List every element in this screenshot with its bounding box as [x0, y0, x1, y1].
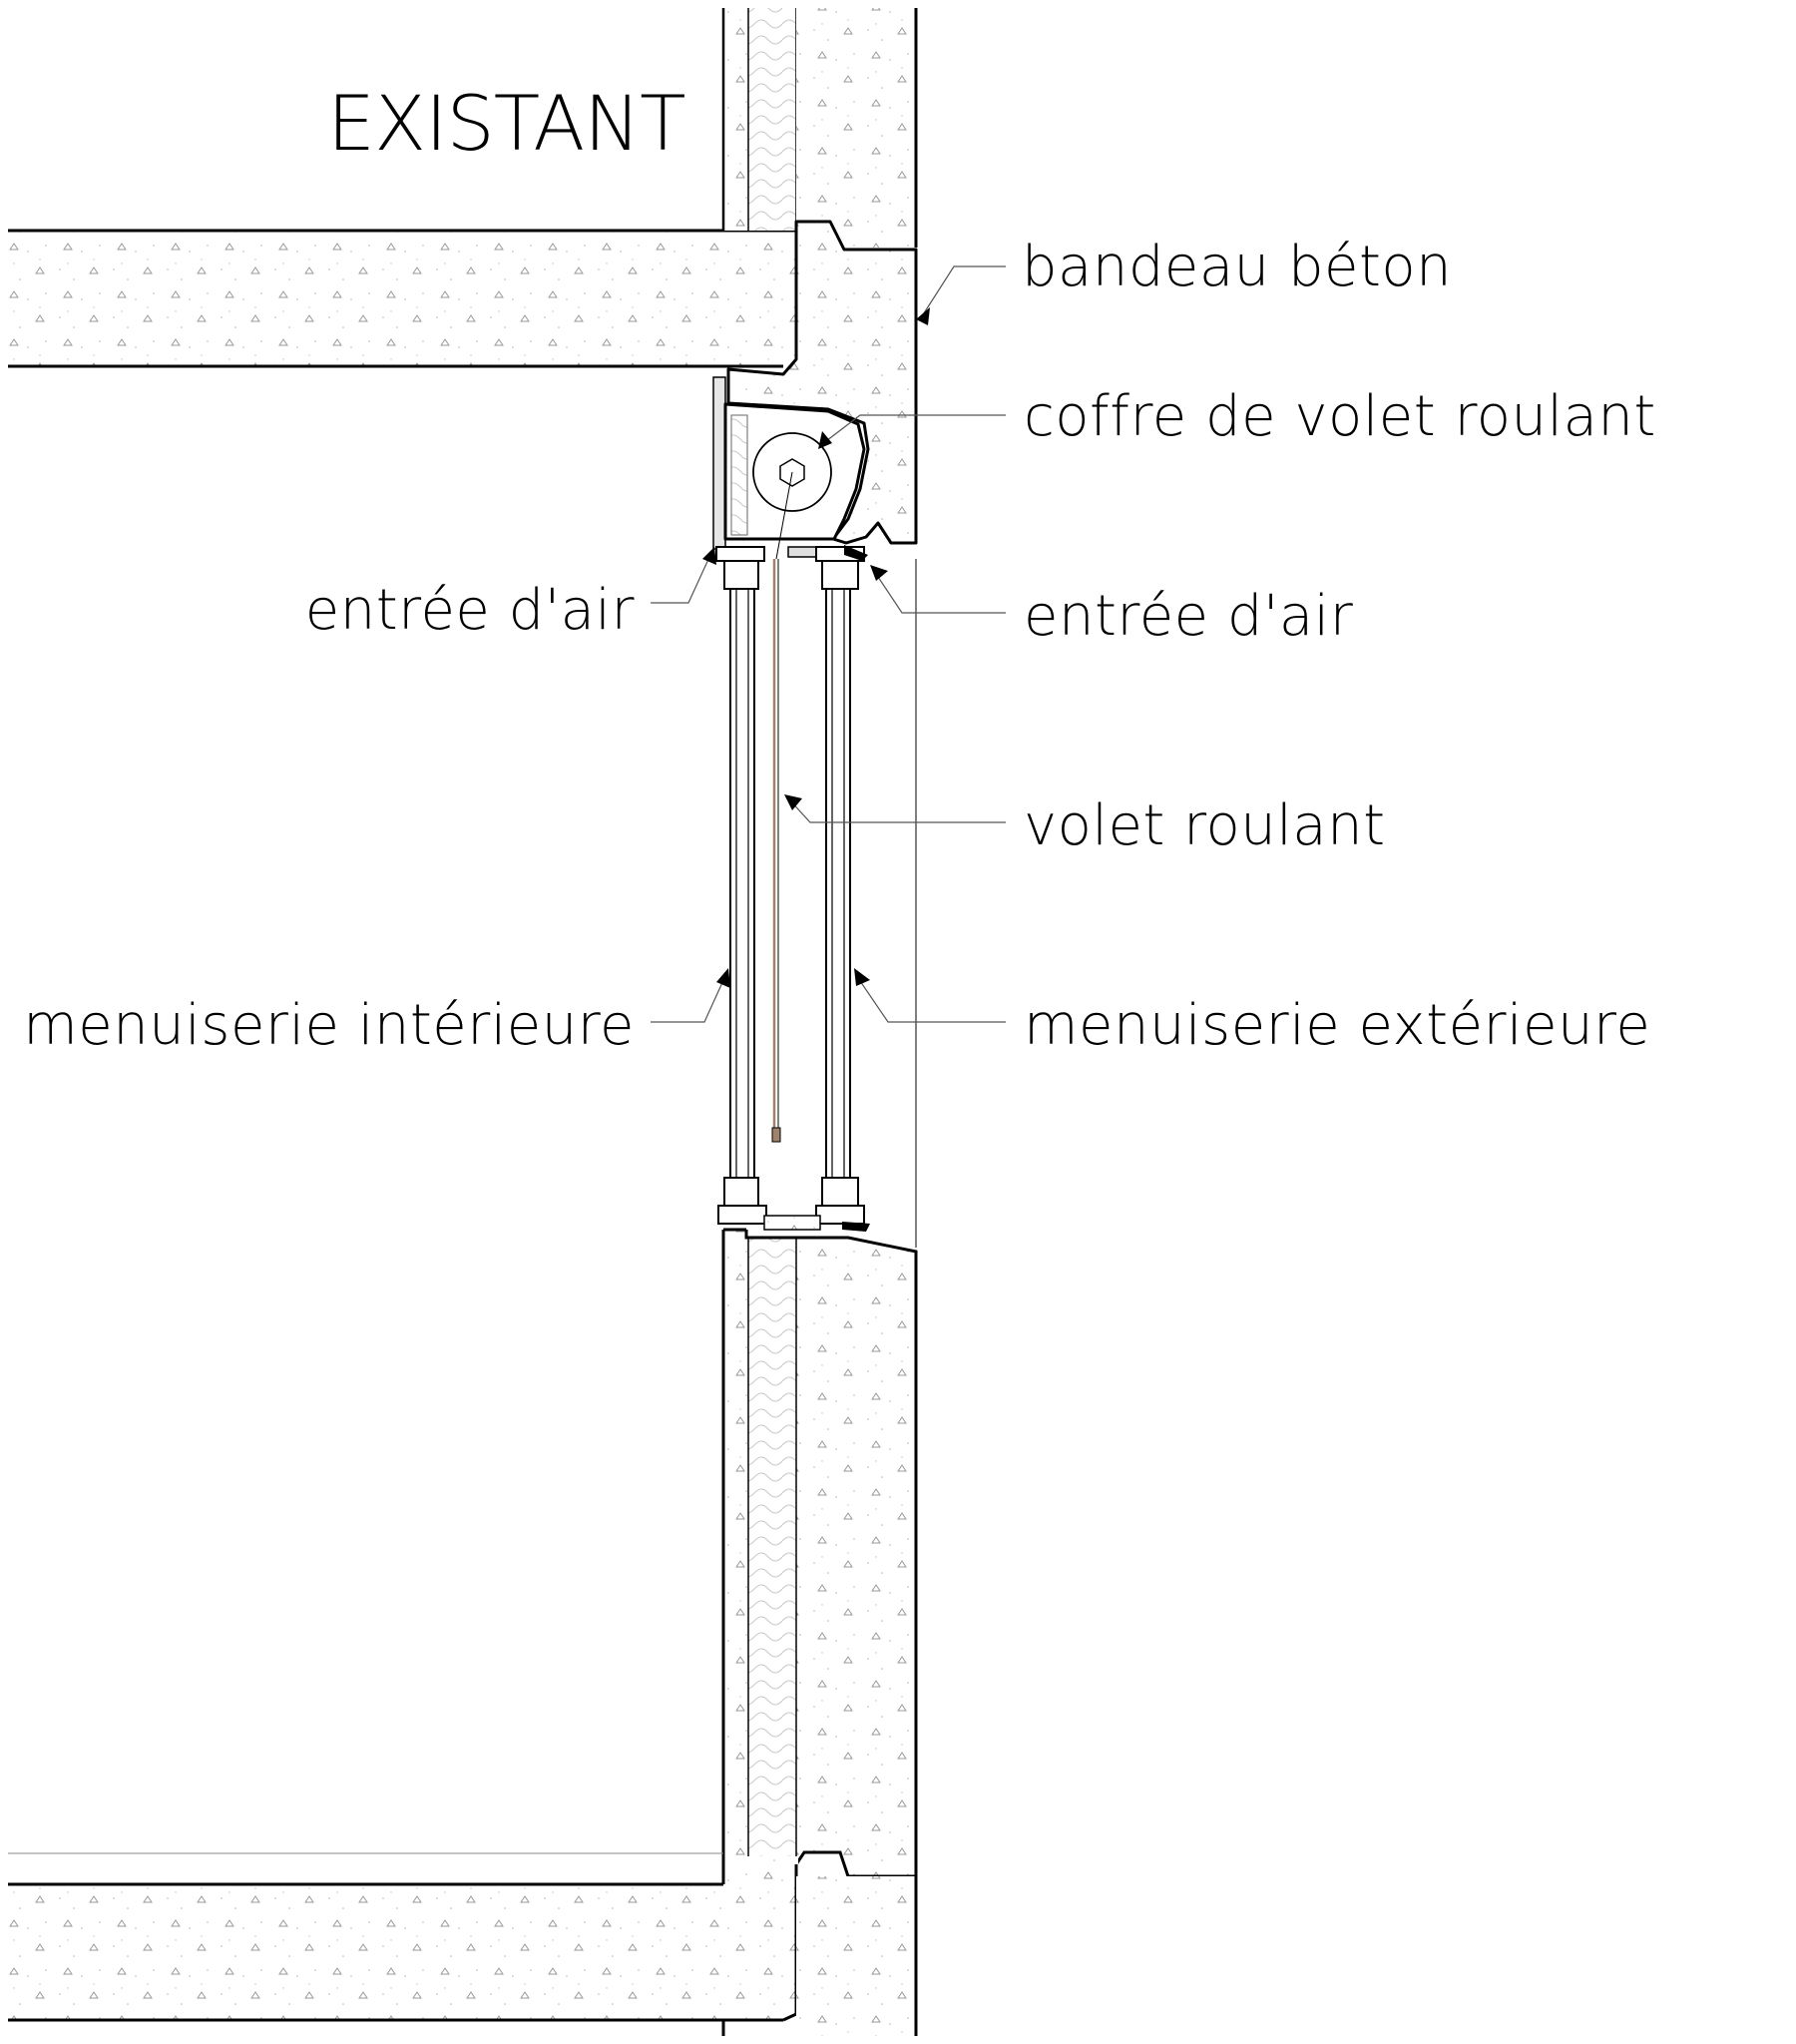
leader-coffre [818, 414, 1006, 449]
label-entree-air-right: entrée d'air [1024, 584, 1354, 649]
window-head [715, 545, 868, 590]
label-menuiserie-exterieure: menuiserie extérieure [1024, 993, 1651, 1058]
lower-floor-slab [8, 1852, 918, 2036]
label-entree-air-left: entrée d'air [304, 578, 635, 643]
leader-entree-air-right [870, 565, 1006, 614]
upper-wall [721, 8, 918, 248]
interior-window-glazing [729, 589, 755, 1178]
label-menuiserie-interieure: menuiserie intérieure [23, 993, 635, 1058]
leader-volet-roulant [784, 794, 1006, 823]
roller-shutter-curtain [771, 559, 781, 1143]
leader-entree-air-left [651, 547, 716, 604]
window-sill [717, 1177, 870, 1232]
exterior-window-glazing [825, 559, 917, 1248]
drawing-title: EXISTANT [327, 79, 686, 168]
leader-menuiserie-exterieure [854, 968, 1006, 1023]
lower-wall [721, 1228, 918, 1878]
label-coffre-volet-roulant: coffre de volet roulant [1024, 384, 1656, 449]
upper-floor-slab [8, 229, 796, 368]
label-bandeau-beton: bandeau béton [1022, 235, 1453, 299]
label-volet-roulant: volet roulant [1024, 793, 1386, 858]
leader-menuiserie-interieure [651, 968, 730, 1023]
leader-bandeau-beton [916, 265, 1006, 325]
